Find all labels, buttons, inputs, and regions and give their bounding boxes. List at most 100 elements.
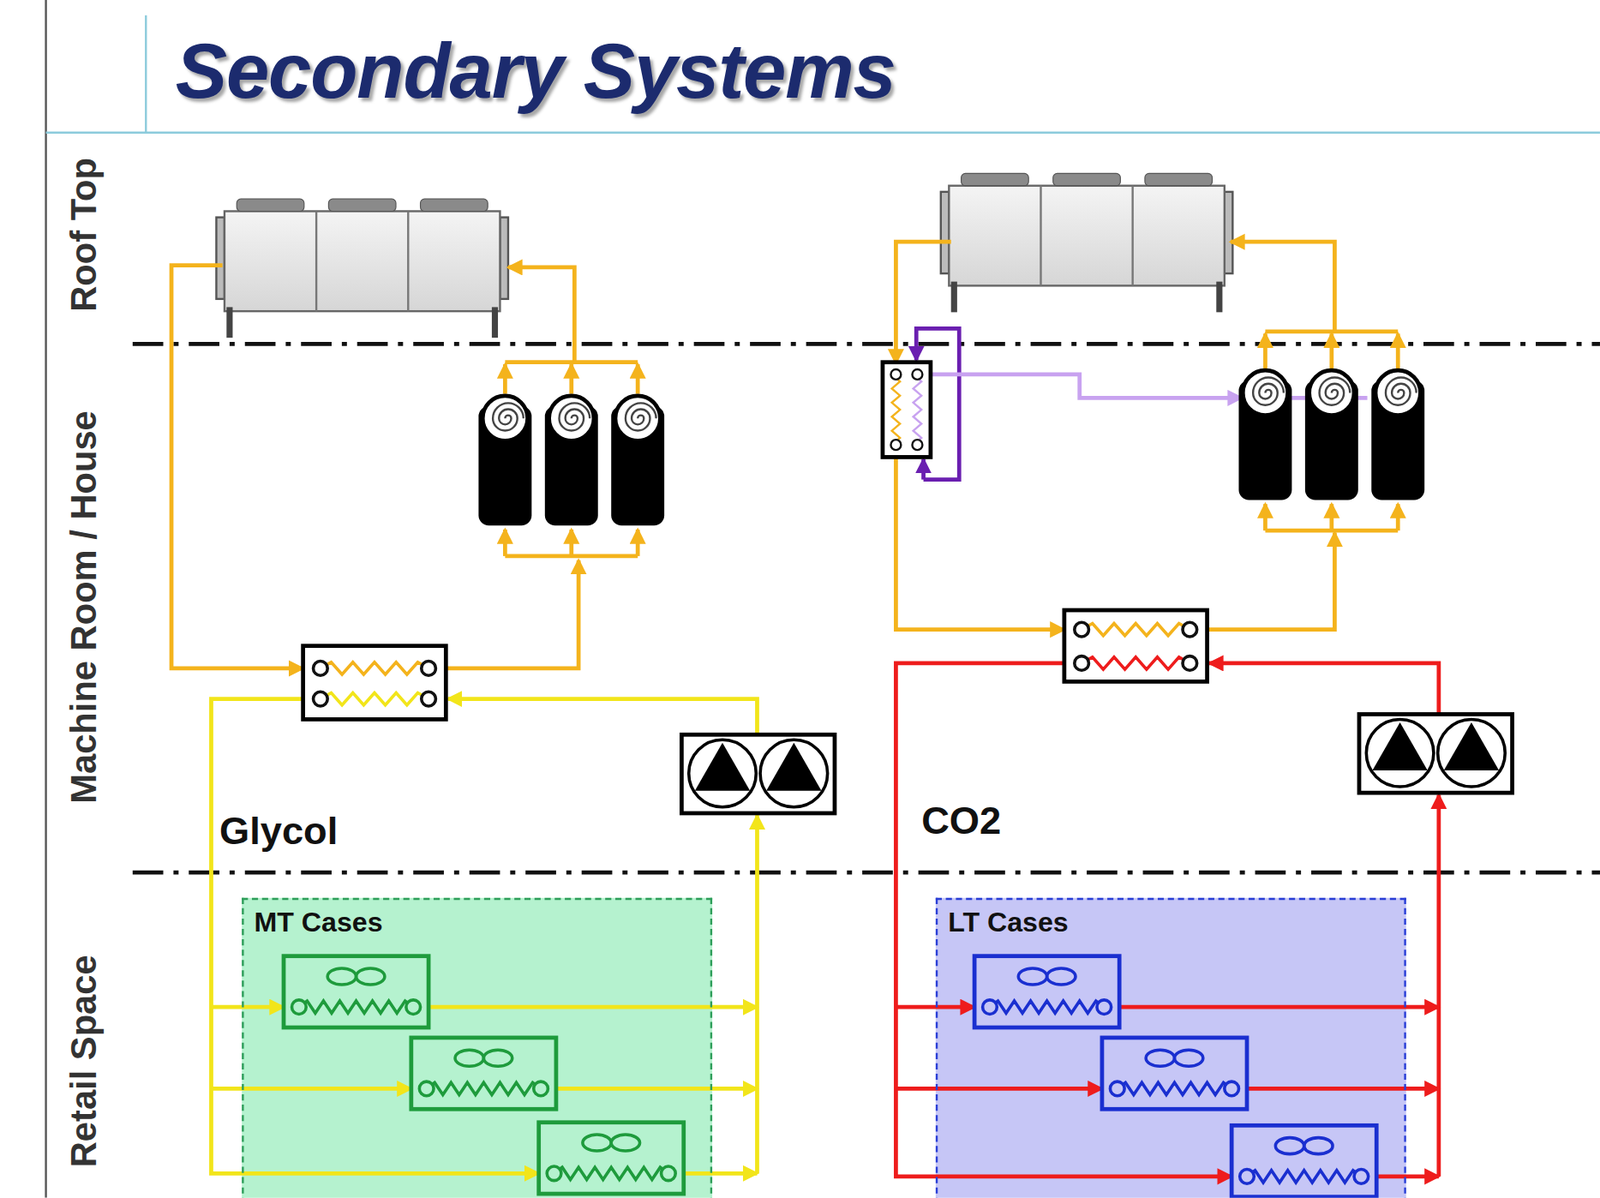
- fan-symbol: [1145, 1049, 1175, 1067]
- pump-symbol: [760, 739, 828, 808]
- port: [890, 439, 901, 450]
- coil: [913, 374, 923, 445]
- port: [419, 1081, 434, 1097]
- region-heading: MT Cases: [253, 908, 700, 939]
- fan-symbol: [1304, 1138, 1333, 1155]
- compressor-head: [1375, 370, 1421, 415]
- port: [421, 661, 437, 677]
- compressor-head: [549, 395, 594, 441]
- coil: [299, 1000, 414, 1013]
- coil: [426, 1082, 541, 1095]
- coil: [554, 1167, 669, 1180]
- port: [313, 661, 329, 677]
- zone-label: Retail Space: [63, 954, 105, 1168]
- fan-symbol: [1047, 968, 1076, 985]
- condenser-end: [499, 217, 509, 300]
- coil: [320, 662, 429, 675]
- display-case: [1102, 1037, 1247, 1109]
- refrigerant-line: [895, 241, 1398, 630]
- compressor-swirl: [558, 402, 590, 431]
- compressor-swirl: [1319, 377, 1351, 406]
- pump-triangle: [1372, 722, 1427, 771]
- port: [890, 369, 901, 380]
- panel-line: [1131, 185, 1133, 287]
- fluid-label: CO2: [921, 798, 1001, 843]
- fan-symbol: [1018, 968, 1047, 985]
- zone-label: Machine Room / House: [63, 410, 105, 803]
- port: [911, 439, 923, 450]
- port: [313, 691, 329, 707]
- zone-divider: [132, 870, 1600, 875]
- frame-line: [46, 131, 1600, 134]
- case-group-region: MT Cases: [241, 898, 713, 1198]
- condenser-leg: [491, 306, 498, 338]
- frame-line: [44, 0, 47, 1198]
- port: [661, 1166, 677, 1181]
- coil: [892, 374, 901, 445]
- refrigerant-line: [171, 265, 638, 669]
- coil: [1246, 1170, 1361, 1183]
- fan-housing: [420, 198, 489, 211]
- fan-housing: [236, 198, 305, 211]
- refrigerant-line: [921, 459, 926, 480]
- region-fill: [935, 898, 1407, 1198]
- display-case: [411, 1037, 557, 1109]
- zone-label: Roof Top: [63, 157, 105, 312]
- region-fill: [241, 898, 713, 1198]
- region-heading: LT Cases: [947, 908, 1394, 939]
- fan-symbol: [327, 968, 356, 985]
- compressor-head: [615, 395, 660, 441]
- display-case: [1231, 1125, 1377, 1197]
- port: [1182, 622, 1198, 637]
- compressor-head: [1309, 370, 1355, 415]
- condenser-body: [224, 210, 500, 312]
- compressor-head: [1242, 370, 1288, 415]
- pump-triangle: [766, 743, 821, 792]
- pump-frame: [681, 734, 835, 814]
- fan-symbol: [356, 968, 385, 985]
- fan-symbol: [1174, 1049, 1203, 1067]
- port: [1354, 1169, 1369, 1185]
- panel-line: [315, 210, 318, 312]
- port: [406, 1000, 421, 1015]
- heat-exchanger: [1064, 610, 1208, 682]
- compressor-swirl: [492, 402, 524, 431]
- port: [1240, 1169, 1255, 1185]
- port: [292, 1000, 307, 1015]
- condenser-leg: [1216, 281, 1223, 313]
- display-case: [974, 956, 1120, 1028]
- pump-symbol: [689, 739, 757, 808]
- port: [1074, 622, 1090, 637]
- coil: [1081, 657, 1190, 670]
- display-case: [283, 956, 429, 1028]
- pump-symbol: [1366, 719, 1434, 787]
- condenser-leg: [226, 306, 233, 338]
- fan-housing: [1053, 173, 1121, 186]
- plate-heat-exchanger: [882, 362, 931, 458]
- pump-triangle: [695, 743, 750, 792]
- pump-frame: [1359, 713, 1513, 793]
- fan-symbol: [611, 1134, 640, 1151]
- fan-housing: [1144, 173, 1213, 186]
- port: [1109, 1081, 1125, 1097]
- heat-exchanger: [303, 646, 447, 720]
- pump-triangle: [1444, 722, 1499, 771]
- condenser-end: [940, 191, 950, 274]
- fan-symbol: [1275, 1138, 1304, 1155]
- coil: [1081, 623, 1190, 636]
- refrigerant-line: [930, 374, 1242, 398]
- port: [1096, 1000, 1112, 1015]
- fan-symbol: [483, 1049, 512, 1067]
- condenser-end: [1224, 191, 1234, 274]
- port: [1074, 656, 1090, 672]
- zone-divider: [132, 341, 1600, 347]
- condenser-body: [948, 185, 1224, 287]
- condenser-leg: [951, 281, 958, 313]
- page-title: Secondary Systems: [175, 26, 896, 116]
- condenser-end: [215, 217, 225, 300]
- port: [421, 691, 437, 707]
- fluid-label: Glycol: [219, 808, 338, 853]
- panel-line: [407, 210, 409, 312]
